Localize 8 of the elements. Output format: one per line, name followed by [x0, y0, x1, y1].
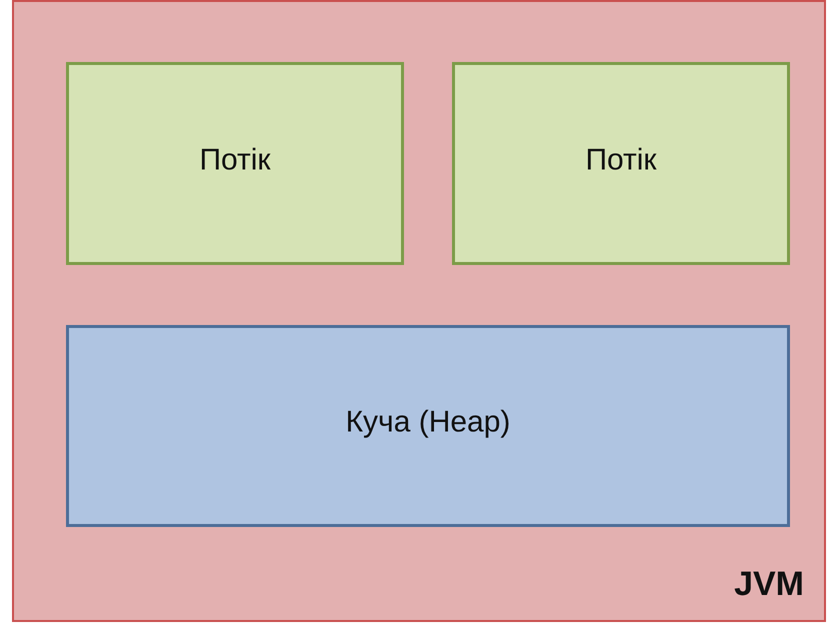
box-label: Куча (Heap) — [346, 406, 510, 440]
box-label: Потік — [199, 143, 271, 178]
jvm-container — [12, 0, 826, 622]
memory-box — [66, 62, 404, 265]
memory-box — [452, 62, 790, 265]
memory-box — [66, 325, 790, 527]
box-label: Потік — [585, 143, 657, 178]
jvm-label: JVM — [734, 565, 804, 604]
